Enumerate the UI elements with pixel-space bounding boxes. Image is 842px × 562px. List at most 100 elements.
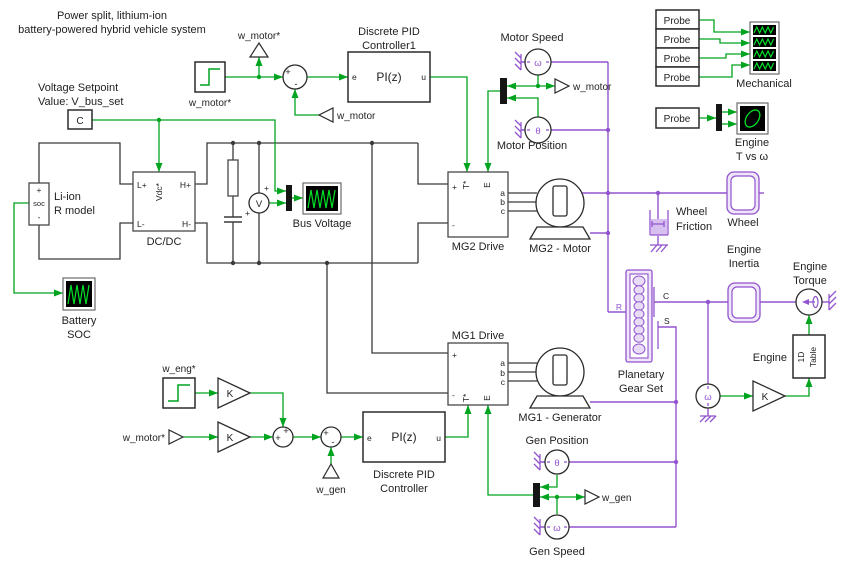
gain-k3-block[interactable]: K xyxy=(752,379,787,413)
goto-w-motor-ref-tag[interactable]: w_motor* xyxy=(237,31,280,58)
gen-position-sensor[interactable]: θ Gen Position xyxy=(526,435,589,475)
probe-block-1[interactable]: Probe xyxy=(655,9,700,30)
probe-block-2[interactable]: Probe xyxy=(655,28,700,49)
wheel-block[interactable]: Wheel xyxy=(726,171,760,229)
pid1-port-u: u xyxy=(421,72,426,82)
bus-voltage-scope[interactable]: Bus Voltage xyxy=(293,182,352,230)
mechanical-wires[interactable] xyxy=(521,61,829,528)
sum-gen-error[interactable]: + - xyxy=(320,426,342,448)
wheel-friction-label1: Wheel xyxy=(676,206,707,218)
bus-voltage-mux[interactable] xyxy=(286,185,292,211)
discrete-pid-controller1-block[interactable]: Discrete PID Controller1 PI(z) e u xyxy=(347,26,431,103)
step-w-eng-block[interactable]: w_eng* xyxy=(161,364,196,409)
probe-label: Probe xyxy=(664,35,691,46)
engine-xy-scope[interactable]: Engine T vs ω xyxy=(735,102,769,163)
engine-inertia-label1: Engine xyxy=(727,244,761,256)
probe-label: Probe xyxy=(664,73,691,84)
mechanical-scope-label: Mechanical xyxy=(736,78,792,90)
from-w-gen-tag[interactable]: w_gen xyxy=(315,462,346,496)
goto-w-gen-tag[interactable]: w_gen xyxy=(584,489,631,505)
wheel-friction-block[interactable]: Wheel Friction xyxy=(649,206,712,236)
theta-glyph: θ xyxy=(535,126,540,137)
mg2-port-e: E xyxy=(482,182,492,188)
probe-block-4[interactable]: Probe xyxy=(655,66,700,87)
pid2-body: PI(z) xyxy=(391,430,416,444)
electrical-wires[interactable] xyxy=(38,140,537,394)
voltage-sensor-label: V xyxy=(256,199,263,210)
dcdc-port-lminus: L- xyxy=(137,219,145,229)
mg1-generator-label: MG1 - Generator xyxy=(518,412,601,424)
mech-waveform-2 xyxy=(753,37,775,47)
planetary-gear-set-block[interactable]: R C S Planetary Gear Set xyxy=(616,269,670,395)
sum1-minus: - xyxy=(294,79,297,90)
mg1-generator-block[interactable]: MG1 - Generator xyxy=(518,347,602,424)
probe-label: Probe xyxy=(664,54,691,65)
engine-table-label: Engine xyxy=(753,352,787,364)
table-text-table: Table xyxy=(808,347,818,368)
mech-waveform-4 xyxy=(753,61,775,71)
gain-k1-block[interactable]: K xyxy=(217,376,252,410)
pid2-title1: Discrete PID xyxy=(373,469,435,481)
gain-k2-block[interactable]: K xyxy=(217,420,252,454)
motor-measurement-mux[interactable] xyxy=(500,78,507,104)
signal-wires[interactable] xyxy=(13,19,813,514)
engine-inertia-block[interactable]: Engine Inertia xyxy=(727,244,761,323)
bus-voltage-label: Bus Voltage xyxy=(293,218,352,230)
mg1-drive-block[interactable]: MG1 Drive + - a b c T* E xyxy=(447,330,509,406)
motor-position-label: Motor Position xyxy=(497,140,567,152)
sum3-minus: - xyxy=(331,437,334,448)
sum-speed-error[interactable]: + - xyxy=(282,64,308,90)
gen-speed-sensor[interactable]: ω Gen Speed xyxy=(529,514,585,558)
pid1-title1: Discrete PID xyxy=(358,26,420,38)
probe-block-engine[interactable]: Probe xyxy=(655,107,700,129)
gen-measurement-mux[interactable] xyxy=(533,483,540,507)
engine-scope-demux[interactable] xyxy=(716,104,722,131)
planetary-port-c: C xyxy=(663,291,669,301)
mech-waveform-1 xyxy=(753,25,775,35)
mg2-port-t: T* xyxy=(461,180,471,189)
engine-torque-source-block[interactable]: Engine Torque xyxy=(793,261,827,316)
soc-waveform xyxy=(67,284,90,305)
pid1-port-e: e xyxy=(352,72,357,82)
dcdc-converter-block[interactable]: L+ L- H+ H- Vdc* DC/DC xyxy=(132,171,196,248)
from-w-motor-label: w_motor xyxy=(336,111,376,122)
gain-k1-label: K xyxy=(227,389,234,400)
dcdc-port-vdc: Vdc* xyxy=(154,182,164,201)
battery-label2: R model xyxy=(54,205,95,217)
battery-label1: Li-ion xyxy=(54,191,81,203)
probe-block-3[interactable]: Probe xyxy=(655,47,700,68)
from-w-motor-ref-tag[interactable]: w_motor* xyxy=(122,429,185,445)
from-w-motor-tag[interactable]: w_motor xyxy=(317,107,376,123)
battery-soc-scope[interactable]: Battery SOC xyxy=(62,277,97,341)
mg2-motor-block[interactable]: MG2 - Motor xyxy=(528,178,591,255)
battery-soc-port: soc xyxy=(33,199,45,208)
voltage-setpoint-annotation: Voltage Setpoint Value: V_bus_set xyxy=(38,82,123,108)
bus-resistor[interactable] xyxy=(227,159,239,197)
pid2-title2: Controller xyxy=(380,483,428,495)
battery-minus: - xyxy=(38,212,41,222)
title-line1: Power split, lithium-ion xyxy=(57,10,167,22)
voltage-sensor-plus: + xyxy=(264,183,269,193)
step-w-motor-block[interactable]: w_motor* xyxy=(188,61,231,109)
discrete-pid-controller-block[interactable]: PI(z) e u Discrete PID Controller xyxy=(362,411,446,495)
motor-speed-sensor[interactable]: ω Motor Speed xyxy=(501,32,564,76)
voltage-sensor[interactable]: V + xyxy=(248,183,270,214)
sum-speed-refs[interactable]: + + xyxy=(272,426,294,448)
goto-w-motor-tag[interactable]: w_motor xyxy=(554,78,612,94)
engine-1d-table-block[interactable]: 1D Table Engine xyxy=(753,334,826,379)
bus-voltage-waveform xyxy=(307,189,336,209)
engine-inertia-label2: Inertia xyxy=(729,258,760,270)
bus-capacitor[interactable]: + xyxy=(224,208,250,223)
sum2-plus1: + xyxy=(275,433,281,444)
battery-block[interactable]: + soc - Li-ion R model xyxy=(28,182,95,226)
mechanical-scope[interactable]: Mechanical xyxy=(736,21,792,90)
engine-speed-sensor[interactable]: ω xyxy=(695,383,721,409)
goto-w-motor-label: w_motor xyxy=(572,82,612,93)
constant-block[interactable]: C xyxy=(67,109,93,130)
mg2-drive-block[interactable]: + - a b c T* E MG2 Drive xyxy=(447,171,509,253)
mg2-port-b: b xyxy=(500,197,505,207)
probe-label: Probe xyxy=(664,16,691,27)
motor-position-sensor[interactable]: θ Motor Position xyxy=(497,116,567,152)
mg2-motor-label: MG2 - Motor xyxy=(529,243,591,255)
mech-waveform-3 xyxy=(753,49,775,59)
